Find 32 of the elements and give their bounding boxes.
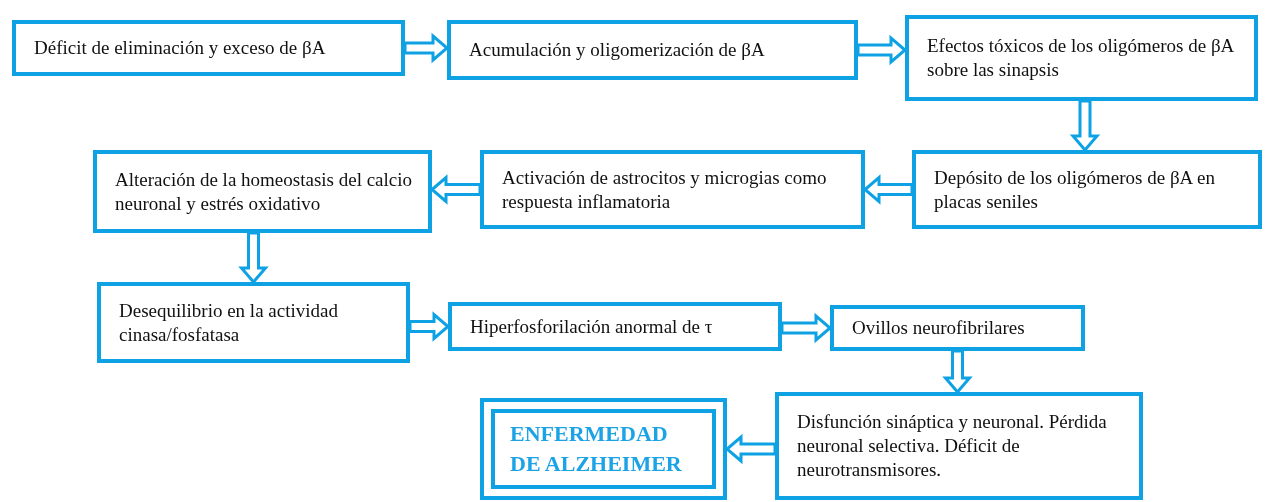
block-arrow	[1069, 99, 1101, 153]
block-arrow	[408, 311, 451, 342]
box-text: Efectos tóxicos de los oligómeros de βA sobre las sinapsis	[927, 34, 1235, 82]
box-text: Activación de astrocitos y microgias como respuesta inflamatoria	[502, 165, 828, 214]
block-arrow	[942, 349, 973, 395]
process-box	[905, 15, 1258, 101]
process-box	[448, 302, 782, 351]
process-box	[97, 282, 410, 363]
block-arrow	[780, 312, 833, 344]
box-text: Hiperfosforilación anormal de τ	[470, 314, 713, 339]
block-arrow	[856, 34, 908, 66]
process-box	[830, 305, 1085, 351]
box-text: Ovillos neurofibrilares	[852, 316, 1025, 340]
block-arrow	[403, 32, 450, 64]
box-text: Desequilibrio en la actividad cinasa/fosfatasa	[119, 298, 339, 347]
process-box	[912, 150, 1262, 229]
box-text: Depósito de los oligómeros de βA en placas seniles	[934, 165, 1216, 214]
process-box	[12, 20, 405, 76]
block-arrow	[429, 174, 482, 205]
box-text: Acumulación y oligomerización de βA	[469, 38, 765, 62]
box-text: ENFERMEDAD DE ALZHEIMER	[510, 420, 683, 478]
box-text: Disfunción sináptica y neuronal. Pérdida neuronal selectiva. Déficit de neurotransmisores.	[797, 410, 1108, 482]
block-arrow	[862, 174, 914, 205]
outcome-box	[480, 398, 727, 500]
process-box	[775, 392, 1143, 500]
box-text: Déficit de eliminación y exceso de βA	[34, 36, 326, 60]
process-box	[93, 150, 432, 233]
box-text: Alteración de la homeostasis del calcio neuronal y estrés oxidativo	[115, 167, 414, 216]
process-box	[447, 20, 858, 80]
block-arrow	[724, 433, 777, 465]
block-arrow	[238, 231, 269, 285]
process-box	[480, 150, 865, 229]
